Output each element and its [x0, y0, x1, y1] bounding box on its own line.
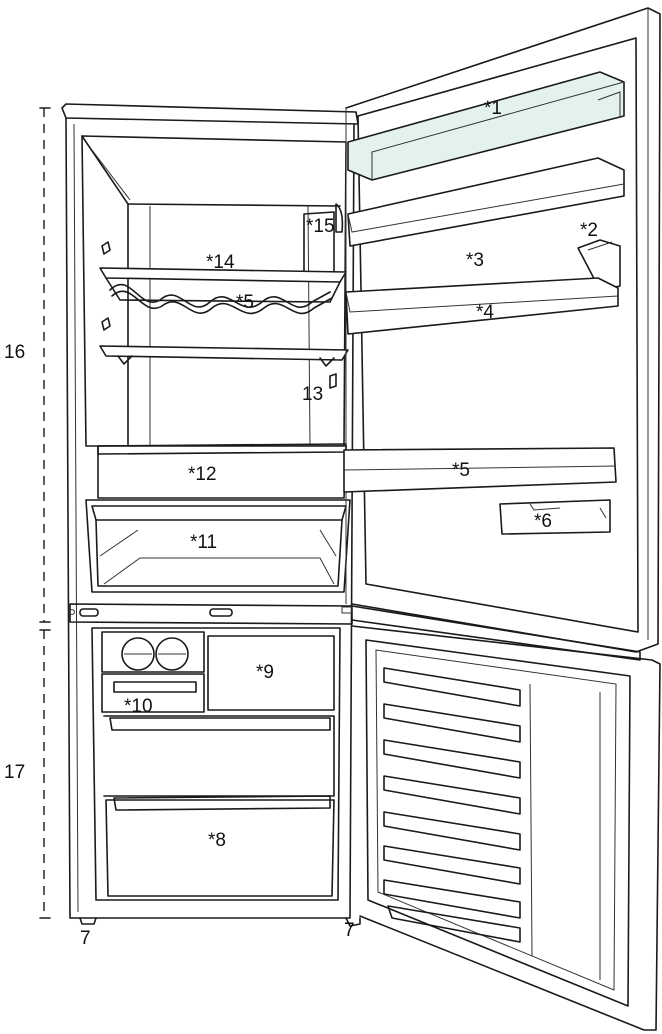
cabinet-body: [61, 103, 361, 927]
dimension-lines: [39, 107, 51, 919]
label-7-right-foot: 7: [344, 920, 355, 941]
label-8: *8: [208, 830, 226, 851]
label-3: *3: [466, 250, 484, 271]
label-9: *9: [256, 662, 274, 683]
label-12: *12: [188, 464, 217, 485]
part-labels: *1 *2 *3 *4 *5 *5 *6 7 7 *8 *9 *10 *11 *…: [4, 98, 598, 949]
label-5-door-shelf: *5: [452, 460, 470, 481]
fridge-interior: [81, 135, 351, 593]
label-2: *2: [580, 220, 598, 241]
label-17: 17: [4, 762, 25, 783]
label-11: *11: [190, 532, 217, 553]
fridge-door: [343, 7, 661, 661]
label-6: *6: [534, 511, 552, 532]
label-7-left-foot: 7: [80, 928, 91, 949]
freezer-door: [351, 625, 661, 1031]
label-15: *15: [306, 216, 335, 237]
label-16: 16: [4, 342, 25, 363]
label-1: *1: [484, 98, 502, 119]
label-5-wine-rack: *5: [236, 292, 254, 313]
label-10: *10: [124, 696, 153, 717]
label-14: *14: [206, 252, 235, 273]
freezer-interior: [91, 627, 341, 901]
label-4: *4: [476, 302, 494, 323]
label-13: 13: [302, 384, 323, 405]
